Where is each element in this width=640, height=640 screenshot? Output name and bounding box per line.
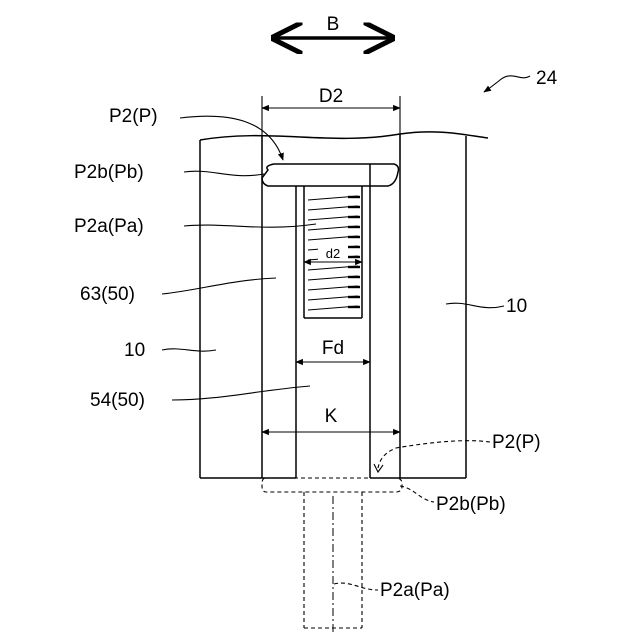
svg-text:P2b(Pb): P2b(Pb) [74, 162, 144, 183]
pin-dashed-bottom [262, 478, 402, 634]
label-base-left: 10 [124, 340, 216, 361]
base-member-left [200, 140, 296, 478]
dimension-k: K [262, 406, 400, 432]
svg-text:P2b(Pb): P2b(Pb) [436, 494, 506, 515]
break-line [200, 132, 488, 140]
label-layer-upper: 63(50) [80, 278, 276, 305]
label-base-right: 10 [446, 296, 527, 317]
svg-text:10: 10 [506, 296, 527, 317]
svg-text:P2(P): P2(P) [492, 432, 541, 453]
direction-label: B [327, 14, 340, 35]
dimension-d2: D2 [262, 86, 400, 160]
dimension-fd-label: Fd [322, 338, 344, 359]
label-head-top: P2b(Pb) [74, 162, 264, 183]
direction-arrow-b: B [274, 14, 392, 38]
svg-text:P2a(Pa): P2a(Pa) [380, 580, 450, 601]
svg-text:P2(P): P2(P) [109, 106, 158, 127]
svg-text:10: 10 [124, 340, 145, 361]
dimension-d2-thread-label: d2 [326, 246, 340, 261]
svg-text:P2a(Pa): P2a(Pa) [74, 216, 144, 237]
base-member-right [370, 136, 466, 478]
dimension-fd: Fd [296, 338, 370, 362]
figure-number: 24 [484, 68, 558, 92]
label-shank-top: P2a(Pa) [74, 216, 316, 237]
label-pin-bottom: P2(P) [374, 432, 541, 472]
svg-text:54(50): 54(50) [90, 390, 145, 411]
svg-text:63(50): 63(50) [80, 284, 135, 305]
label-shank-bottom: P2a(Pa) [334, 580, 450, 601]
label-head-bottom: P2b(Pb) [400, 486, 506, 515]
dimension-d2-label: D2 [319, 86, 343, 107]
dimension-k-label: K [325, 406, 338, 427]
label-pin-top: P2(P) [109, 106, 283, 160]
figure-number-label: 24 [536, 68, 558, 89]
pin-head-top [262, 164, 399, 186]
